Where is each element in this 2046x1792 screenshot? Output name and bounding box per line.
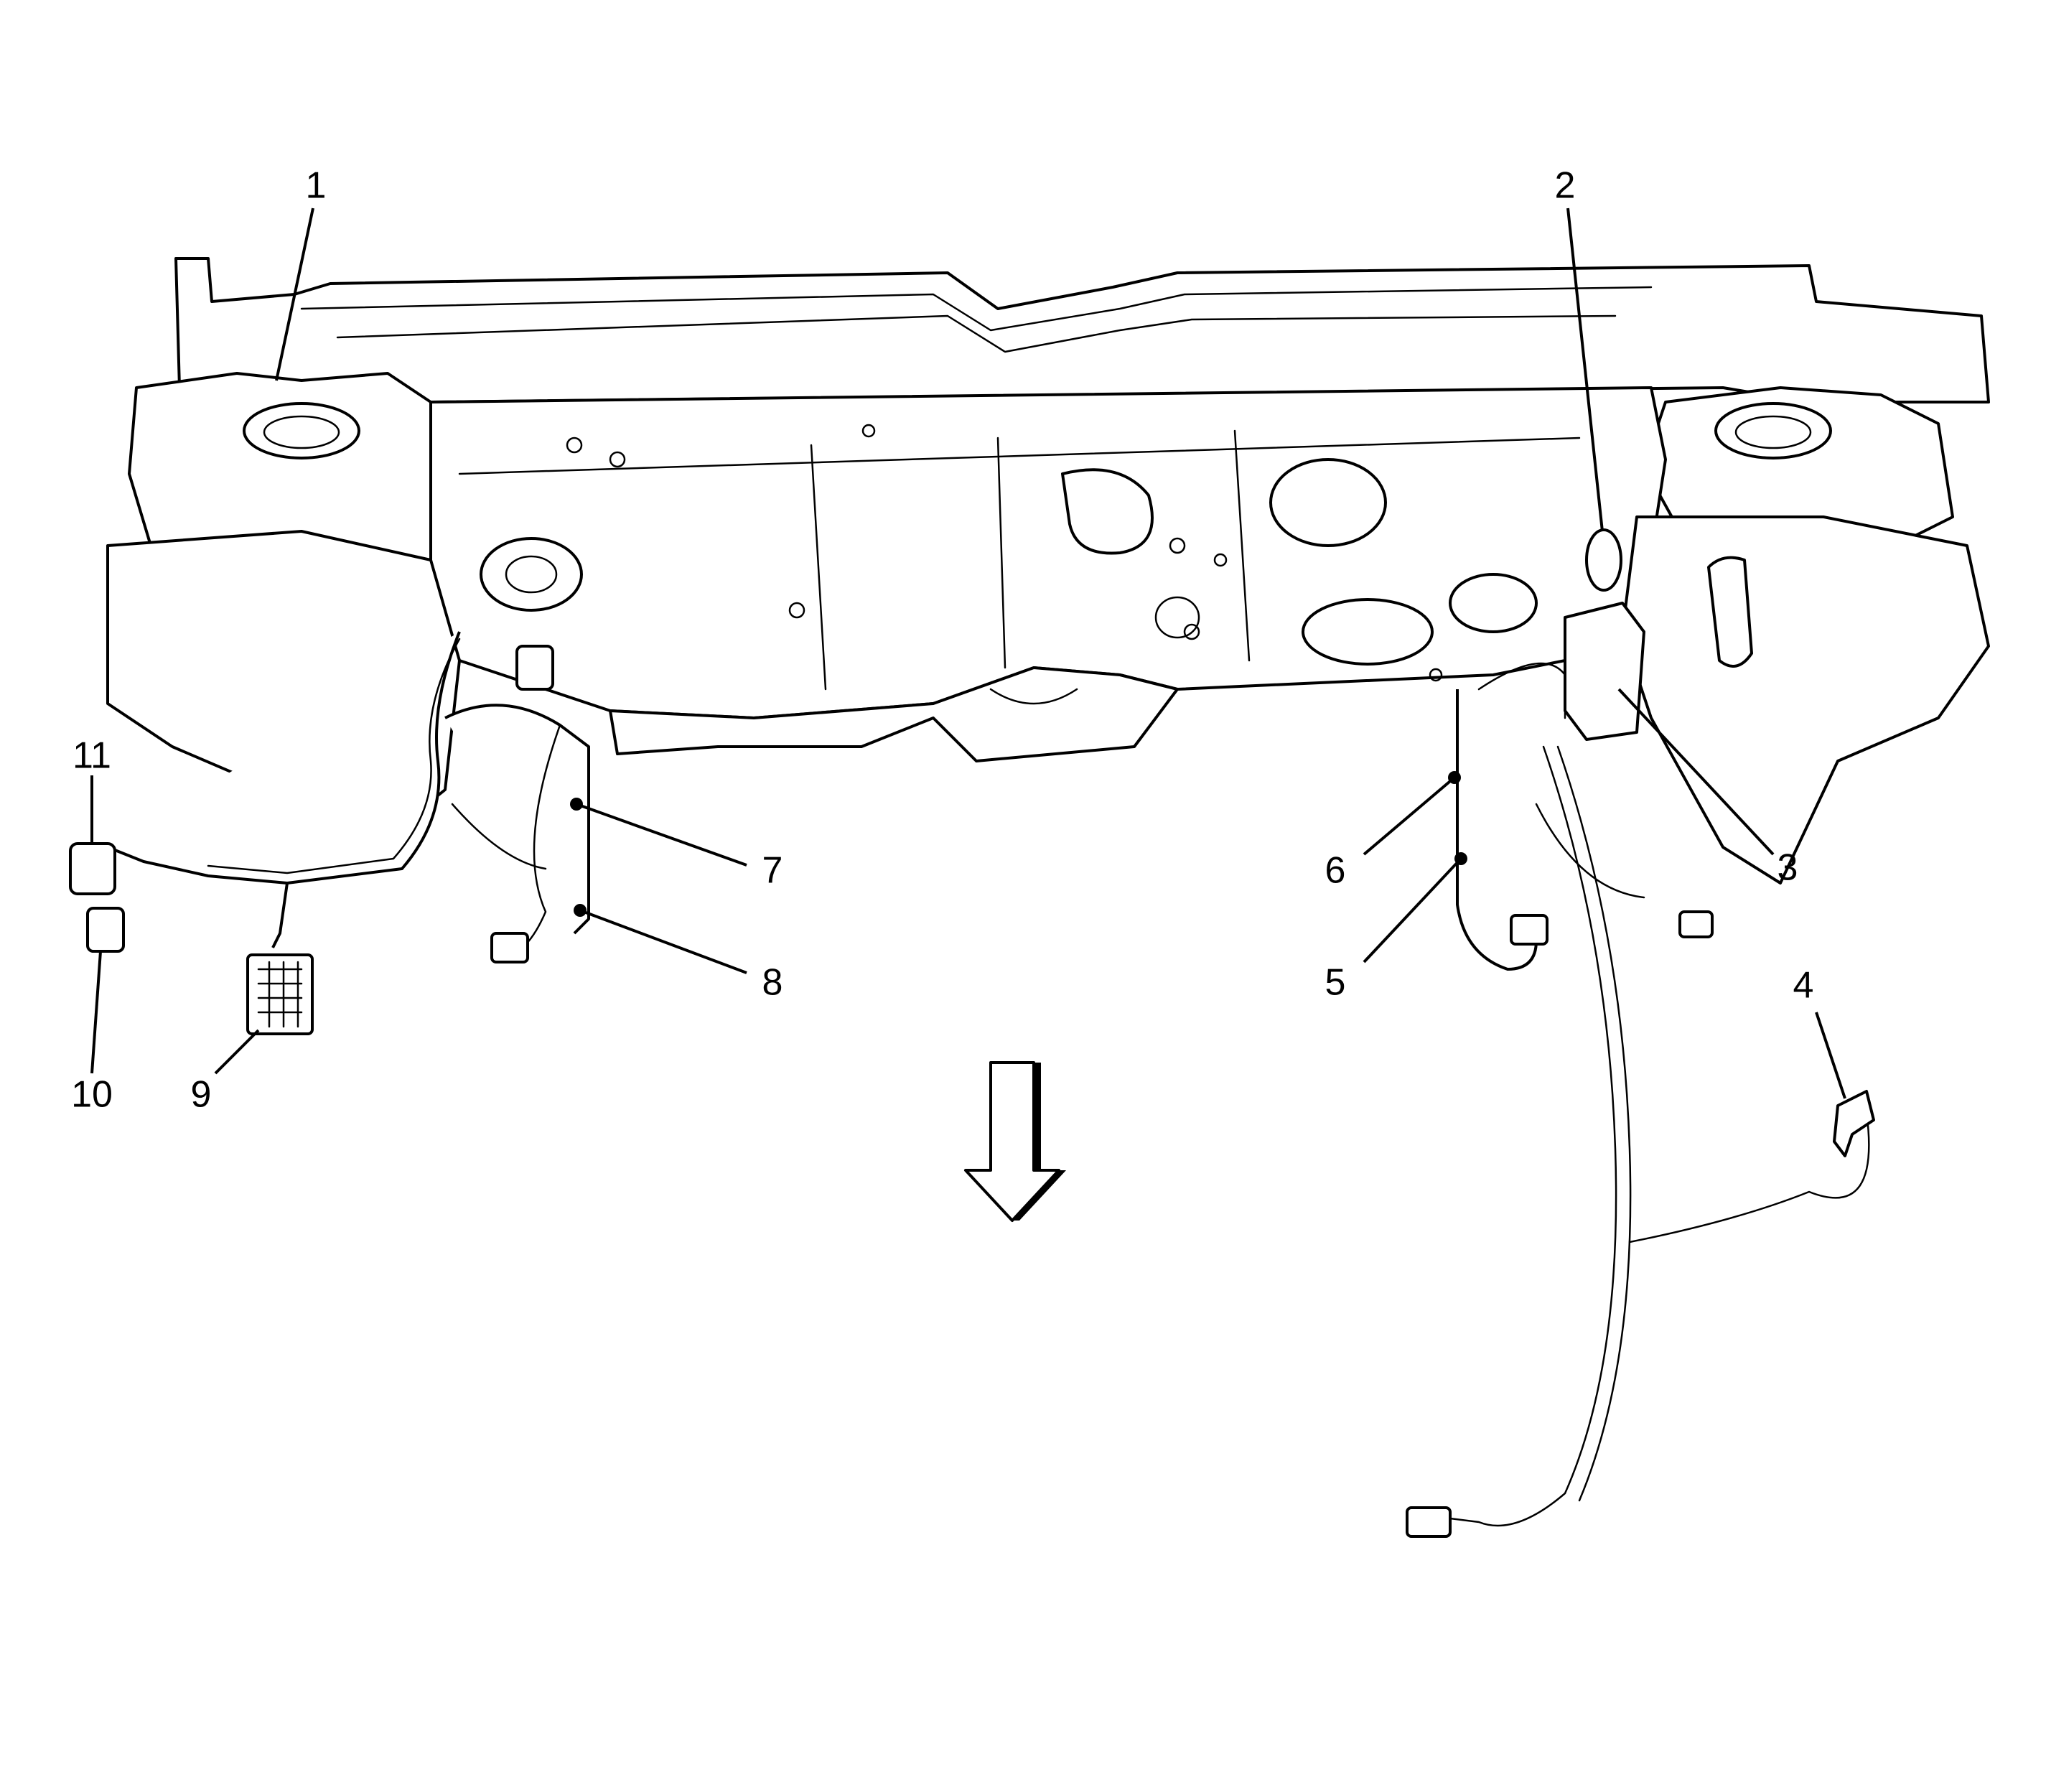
connector-rear-end [1406,1506,1452,1538]
leader-4 [1815,1012,1846,1099]
leader-8 [579,909,747,974]
leader-7 [576,803,747,867]
connector-4 [1833,1090,1875,1157]
module-3 [1564,602,1645,741]
leader-3 [1617,688,1775,856]
callout-3: 3 [1778,847,1798,889]
connector-9 [246,953,314,1035]
callout-10: 10 [71,1074,113,1116]
connector-10 [86,907,125,953]
leader-2 [1566,207,1604,532]
rear-body-structure [106,257,1990,885]
part-2 [1585,528,1622,592]
forward-direction-arrow [964,1061,1066,1222]
callout-labels: 1 2 3 4 5 6 7 8 9 10 11 [71,165,1813,1116]
connector-right-loop-end [1510,914,1548,946]
callout-7: 7 [762,850,783,892]
leader-1 [275,207,314,381]
callout-9: 9 [191,1074,212,1116]
leader-9 [214,1029,260,1075]
callout-11: 11 [73,735,111,777]
connector-right-side [1678,910,1714,938]
leader-10 [90,951,102,1074]
leader-5 [1363,857,1462,963]
callout-8: 8 [762,962,783,1004]
connector-11 [69,842,116,895]
leader-lines [90,207,1846,1099]
right-wiring-harness [1406,528,1875,1538]
callout-5: 5 [1325,962,1346,1004]
connector-left-upper [515,645,554,691]
callout-2: 2 [1555,165,1576,207]
left-wiring-harness [69,631,590,1035]
callout-1: 1 [306,165,327,207]
callout-4: 4 [1793,965,1814,1007]
callout-6: 6 [1325,850,1346,892]
connector-left-end [490,932,529,963]
leader-6 [1363,776,1456,856]
